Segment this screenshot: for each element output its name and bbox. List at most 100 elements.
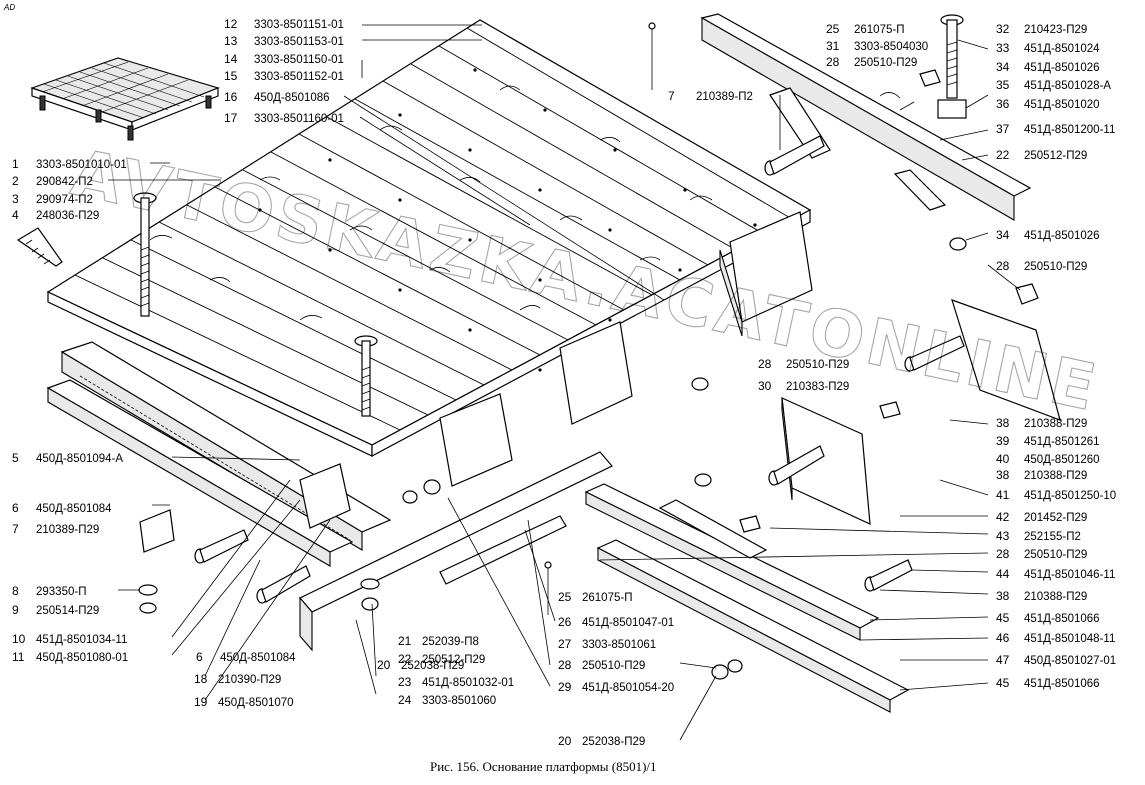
callout-number: 20 [558, 734, 572, 748]
callout-number: 11 [12, 650, 25, 664]
callout-number: 20 [377, 658, 391, 672]
callout-part-number: 201452-П29 [1024, 512, 1087, 524]
callout-part-number: 250510-П29 [1024, 261, 1087, 273]
side-bracket [781, 299, 1061, 525]
callout-number: 6 [12, 501, 19, 515]
callout-part-number: 250512-П29 [422, 654, 485, 666]
callout-part-number: 451Д-8501028-А [1024, 80, 1111, 92]
callout-number: 45 [996, 611, 1010, 625]
callout-number: 26 [558, 615, 572, 629]
callout-part-number: 451Д-8501250-10 [1024, 490, 1116, 502]
callout-part-number: 450Д-8501094-А [36, 453, 123, 465]
leader-lines [108, 24, 1021, 741]
callout-number: 18 [194, 672, 208, 686]
callout-number: 12 [224, 17, 238, 31]
callout-part-number: 252039-П8 [422, 636, 479, 648]
callout-part-number: 3303-8501061 [582, 639, 656, 651]
callout-number: 47 [996, 653, 1010, 667]
callout-part-number: 450Д-8501260 [1024, 454, 1100, 466]
callout-number: 25 [558, 590, 572, 604]
callout-part-number: 451Д-8501026 [1024, 230, 1100, 242]
callout-number: 45 [996, 676, 1010, 690]
callout-number: 24 [398, 693, 412, 707]
callout-part-number: 451Д-8501048-11 [1024, 633, 1115, 645]
callout-number: 16 [224, 90, 238, 104]
callout-part-number: 250512-П29 [1024, 150, 1087, 162]
callout-part-number: 451Д-8501026 [1024, 62, 1100, 74]
callout-part-number: 451Д-8501034-11 [36, 634, 127, 646]
screw [16, 227, 63, 267]
callout-number: 7 [668, 89, 675, 103]
callout-part-number: 261075-П [854, 24, 904, 36]
callout-part-number: 210388-П29 [1024, 418, 1087, 430]
callout-part-number: 450Д-8501086 [254, 92, 330, 104]
callout-number: 40 [996, 452, 1010, 466]
callout-number: 4 [12, 208, 19, 222]
exploded-view-drawing [16, 13, 1061, 741]
callout-number: 23 [398, 675, 412, 689]
callout-number: 46 [996, 631, 1010, 645]
callout-number: 25 [826, 22, 840, 36]
callout-number: 1 [12, 157, 19, 171]
callout-number: 22 [996, 148, 1010, 162]
callout-part-number: 290974-П2 [36, 194, 93, 206]
callout-number: 43 [996, 529, 1010, 543]
callout-number: 19 [194, 695, 208, 709]
callout-number: 8 [12, 584, 19, 598]
callout-number: 38 [996, 416, 1010, 430]
callout-part-number: 3303-8504030 [854, 41, 928, 53]
callout-number: 28 [826, 55, 840, 69]
callout-part-number: 451Д-8501046-11 [1024, 569, 1115, 581]
callout-part-number: 450Д-8501084 [220, 652, 296, 664]
platform-floor [46, 19, 812, 458]
callout-number: 5 [12, 451, 19, 465]
callout-number: 32 [996, 22, 1010, 36]
callout-number: 39 [996, 434, 1010, 448]
callout-number: 7 [12, 522, 19, 536]
callout-number: 31 [826, 39, 840, 53]
corner-mark: AD [3, 3, 15, 12]
callout-part-number: 3303-8501153-01 [254, 36, 344, 48]
callout-number: 22 [398, 652, 412, 666]
callout-part-number: 248036-П29 [36, 210, 99, 222]
callout-part-number: 250510-П29 [786, 359, 849, 371]
callout-number: 36 [996, 97, 1010, 111]
callout-number: 27 [558, 637, 572, 651]
callout-part-number: 210389-П2 [696, 91, 753, 103]
callout-part-number: 451Д-8501066 [1024, 678, 1100, 690]
callout-number: 41 [996, 488, 1010, 502]
right-side-beams [584, 483, 910, 713]
callout-part-number: 3303-8501151-01 [254, 19, 344, 31]
callout-number: 28 [996, 259, 1010, 273]
callout-number: 34 [996, 228, 1010, 242]
callout-number: 28 [558, 658, 572, 672]
callout-part-number: 250510-П29 [582, 660, 645, 672]
callout-part-number: 451Д-8501054-20 [582, 682, 674, 694]
callout-number: 42 [996, 510, 1010, 524]
callout-part-number: 210383-П29 [786, 381, 849, 393]
callout-number: 34 [996, 60, 1010, 74]
figure-caption: Рис. 156. Основание платформы (8501)/1 [430, 759, 657, 774]
callout-part-number: 451Д-8501024 [1024, 43, 1100, 55]
callout-part-number: 3303-8501160-01 [254, 113, 344, 125]
long-bolts [133, 14, 964, 615]
callout-part-number: 210389-П29 [36, 524, 99, 536]
callout-part-number: 450Д-8501084 [36, 503, 112, 515]
callout-number: 2 [12, 174, 19, 188]
callout-part-number: 293350-П [36, 586, 86, 598]
callout-part-number: 451Д-8501047-01 [582, 617, 674, 629]
callout-part-number: 450Д-8501070 [218, 697, 294, 709]
callout-number: 13 [224, 34, 238, 48]
crossbeams [139, 211, 813, 652]
callout-part-number: 3303-8501060 [422, 695, 496, 707]
callout-number: 29 [558, 680, 572, 694]
callout-part-number: 252038-П29 [401, 660, 464, 672]
callout-part-number: 451Д-8501261 [1024, 436, 1100, 448]
callout-number: 9 [12, 603, 19, 617]
callout-number: 33 [996, 41, 1010, 55]
callout-part-number: 450Д-8501027-01 [1024, 655, 1116, 667]
callout-part-number: 252038-П29 [582, 736, 645, 748]
callout-part-number: 3303-8501152-01 [254, 71, 344, 83]
